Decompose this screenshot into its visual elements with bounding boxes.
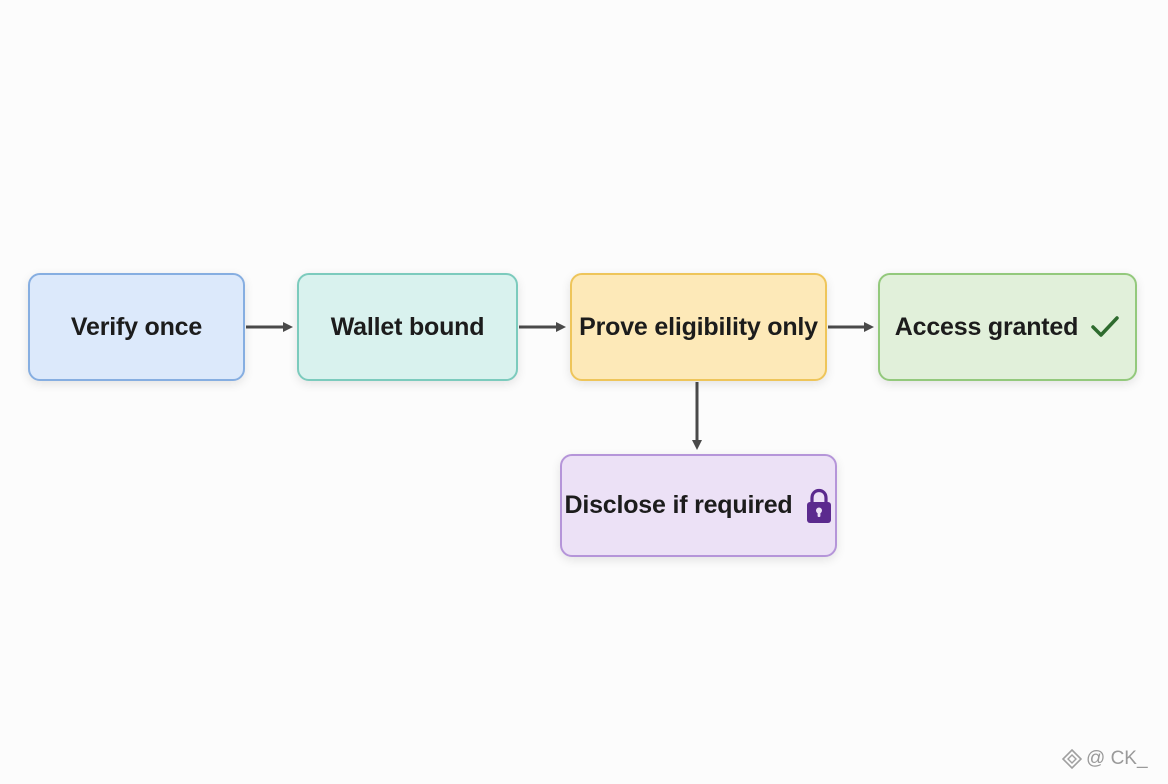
node-prove-eligibility: Prove eligibility only bbox=[570, 273, 827, 381]
padlock-icon bbox=[805, 487, 833, 525]
node-label: Prove eligibility only bbox=[579, 312, 818, 341]
diamond-logo-icon bbox=[1062, 749, 1082, 769]
node-label: Access granted bbox=[894, 312, 1079, 341]
node-label: Verify once bbox=[70, 312, 203, 341]
node-label: Wallet bound bbox=[330, 312, 485, 341]
node-label: Disclose if required bbox=[564, 491, 793, 519]
node-wallet-bound: Wallet bound bbox=[297, 273, 518, 381]
watermark: @ CK_ bbox=[1062, 748, 1148, 770]
node-disclose-if-required: Disclose if required bbox=[560, 454, 837, 557]
node-verify-once: Verify once bbox=[28, 273, 245, 381]
checkmark-icon bbox=[1090, 314, 1120, 340]
node-access-granted: Access granted bbox=[878, 273, 1137, 381]
watermark-text: @ CK_ bbox=[1086, 748, 1148, 769]
